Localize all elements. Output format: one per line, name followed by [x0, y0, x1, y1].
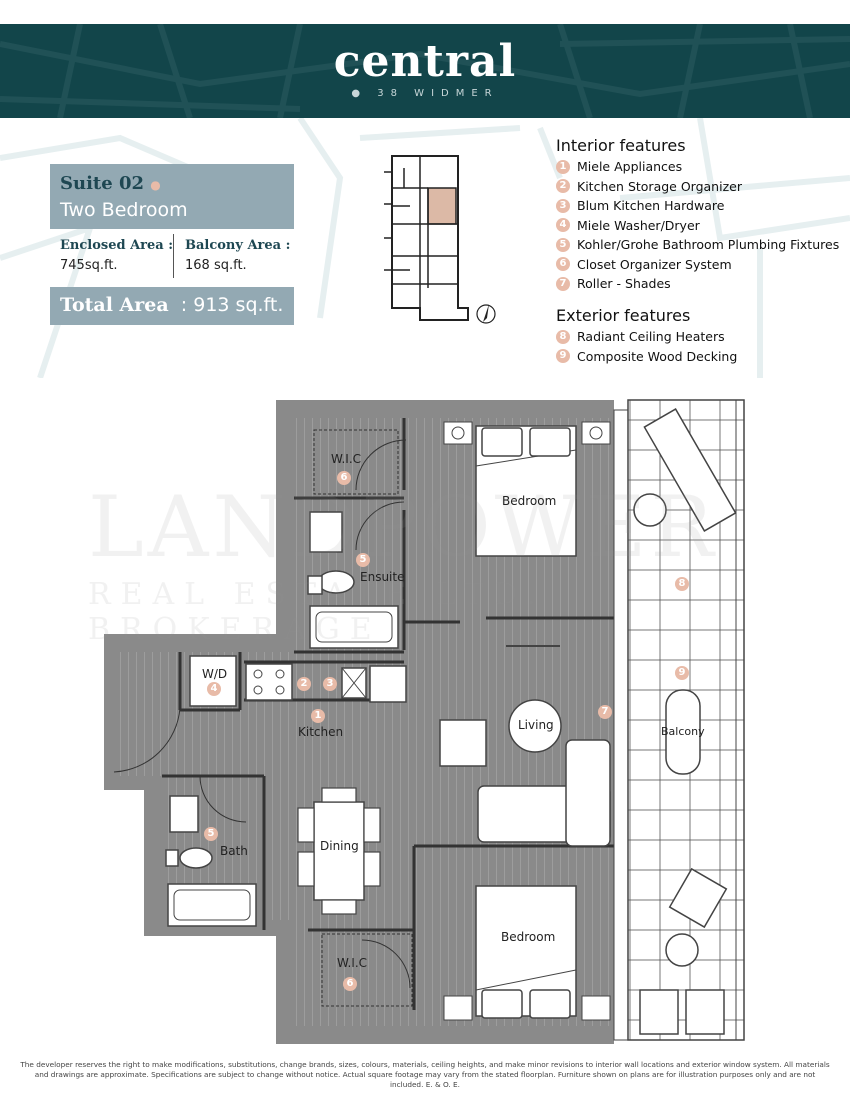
- room-label-bedroom-top: Bedroom: [502, 494, 557, 508]
- room-label-wic-top: W.I.C: [331, 452, 362, 466]
- room-label-wic-bottom: W.I.C: [337, 956, 368, 970]
- feature-number-badge: 7: [556, 276, 570, 291]
- north-arrow-icon: [476, 304, 496, 324]
- room-label-balcony: Balcony: [661, 725, 705, 738]
- street-map-pattern: [0, 24, 850, 118]
- enclosed-area-value: 745sq.ft.: [60, 258, 118, 273]
- plan-badge: 4: [207, 682, 221, 696]
- plan-badge: 5: [356, 553, 370, 567]
- feature-number-badge: 8: [556, 329, 570, 344]
- sink: [309, 511, 343, 553]
- suite-type: Two Bedroom: [60, 199, 188, 221]
- feature-number-badge: 6: [556, 257, 570, 272]
- living-table: [508, 699, 562, 753]
- room-label-ensuite: Ensuite: [360, 570, 405, 584]
- enclosed-area-label: Enclosed Area :: [60, 238, 174, 253]
- feature-number-badge: 9: [556, 349, 570, 364]
- fridge: [369, 665, 407, 703]
- feature-number-badge: 4: [556, 218, 570, 233]
- plan-badge: 6: [343, 977, 357, 991]
- room-label-bath: Bath: [220, 844, 248, 858]
- plan-badge: 9: [675, 666, 689, 680]
- area-divider: [173, 234, 174, 278]
- balcony-table: [665, 689, 701, 775]
- floor-plan: [104, 399, 745, 1044]
- plan-badge: 8: [675, 577, 689, 591]
- watermark-line2: REAL ESTATE LTD. BROKERAGE: [88, 577, 546, 647]
- door-swing: [355, 439, 407, 491]
- interior-features-heading: Interior features: [556, 136, 686, 155]
- feature-number-badge: 1: [556, 159, 570, 174]
- plan-badge: 6: [337, 471, 351, 485]
- total-area: Total Area : 913 sq.ft.: [60, 294, 284, 316]
- plan-badge: 2: [297, 677, 311, 691]
- cooktop: [245, 663, 293, 701]
- washer-dryer: [189, 655, 237, 707]
- plan-badge: 7: [598, 705, 612, 719]
- highlight-unit: [427, 187, 457, 225]
- closet: [313, 429, 399, 495]
- plan-badge: 3: [323, 677, 337, 691]
- disclaimer: The developer reserves the right to make…: [20, 1060, 830, 1089]
- plan-badge: 5: [204, 827, 218, 841]
- balcony-area-label: Balcony Area :: [185, 238, 291, 253]
- key-plan: [384, 155, 496, 324]
- balcony-area-value: 168 sq.ft.: [185, 258, 247, 273]
- room-label-wd: W/D: [202, 667, 228, 681]
- exterior-features-heading: Exterior features: [556, 306, 691, 325]
- room-label-dining: Dining: [320, 839, 359, 853]
- suite-box: [50, 164, 294, 229]
- room-label-bedroom-bottom: Bedroom: [501, 930, 556, 944]
- room-label-living: Living: [518, 718, 554, 732]
- dining-table: [313, 801, 365, 901]
- interior-floor: [114, 418, 614, 1026]
- bathtub: [309, 605, 399, 649]
- total-area-box: [50, 287, 294, 325]
- watermark-line1: LANDPOWER: [88, 478, 718, 576]
- plan-badge: 1: [311, 709, 325, 723]
- feature-number-badge: 3: [556, 198, 570, 213]
- brand-tagline: ● 38 WIDMER: [351, 88, 499, 99]
- feature-number-badge: 5: [556, 237, 570, 252]
- armchair: [439, 719, 487, 767]
- room-label-kitchen: Kitchen: [298, 725, 344, 739]
- header-banner: [0, 24, 850, 118]
- suite-title: Suite 02 ●: [60, 173, 161, 194]
- feature-number-badge: 2: [556, 179, 570, 194]
- brand-logo: central: [333, 36, 517, 87]
